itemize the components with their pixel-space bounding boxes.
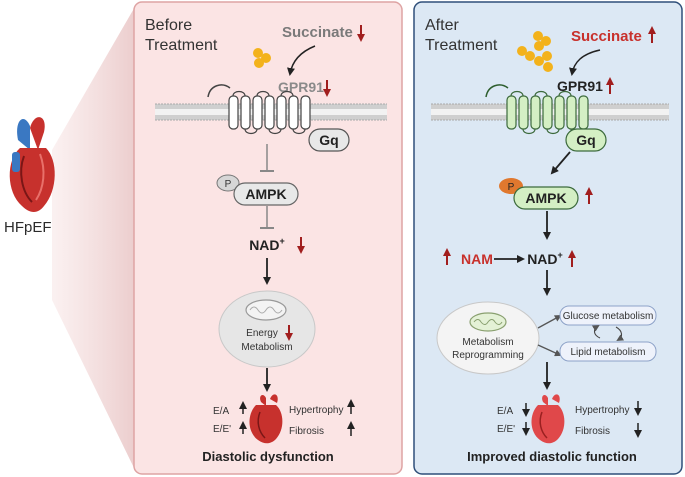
after-gq-node <box>565 128 607 152</box>
before-phospho-node <box>216 174 240 192</box>
after-cycle-arrow-up <box>591 324 601 339</box>
before-outcome: Diastolic dysfunction <box>202 449 334 464</box>
before-ampk-node <box>233 182 299 206</box>
after-title-line2: Treatment <box>425 37 498 54</box>
before-phospho-label: P <box>225 179 232 190</box>
before-gpr91-receptor <box>207 84 311 135</box>
before-receptor-label: GPR91 <box>278 79 324 95</box>
hfpef-heart-icon <box>9 117 55 212</box>
zoom-funnel <box>52 5 136 472</box>
after-title-line1: After <box>425 17 459 34</box>
after-glucose-label: Glucose metabolism <box>563 311 654 322</box>
after-lipid-node <box>559 341 657 362</box>
before-energy-line2: Metabolism <box>241 342 292 353</box>
after-mitochondria-icon <box>469 312 507 332</box>
before-ampk-label: AMPK <box>245 186 286 202</box>
after-hypertrophy-label: Hypertrophy <box>575 405 629 416</box>
hfpef-label: HFpEF <box>4 219 52 236</box>
after-outcome: Improved diastolic function <box>467 449 637 464</box>
before-fibrosis-label: Fibrosis <box>289 426 324 437</box>
after-arrow-gq-to-ampk <box>550 151 571 175</box>
before-mitochondria-icon <box>245 299 287 321</box>
before-title-line2: Treatment <box>145 37 218 54</box>
before-title-line1: Before <box>145 17 192 34</box>
before-ea-label: E/A <box>213 406 229 417</box>
after-glucose-node <box>559 305 657 326</box>
after-receptor-label: GPR91 <box>557 78 603 94</box>
after-reprog-node <box>436 301 540 375</box>
after-gq-label: Gq <box>576 132 595 148</box>
before-heart-icon <box>249 394 283 444</box>
after-succinate-molecules <box>517 31 553 72</box>
before-ee-label: E/E' <box>213 424 231 435</box>
after-ee-label: E/E' <box>497 424 515 435</box>
after-heart-icon <box>531 394 565 444</box>
after-reprog-line1: Metabolism <box>462 337 513 348</box>
after-nad-label: NAD+ <box>527 250 563 267</box>
after-fibrosis-label: Fibrosis <box>575 426 610 437</box>
before-succinate-molecules <box>253 48 271 68</box>
after-arrow-to-glucose <box>537 315 562 329</box>
after-succinate-label: Succinate <box>571 28 642 45</box>
after-phospho-label: P <box>508 182 515 193</box>
before-gq-label: Gq <box>319 132 338 148</box>
after-ea-label: E/A <box>497 406 513 417</box>
before-gq-node <box>308 128 350 152</box>
after-ampk-label: AMPK <box>525 190 566 206</box>
after-reprog-line2: Reprogramming <box>452 350 524 361</box>
after-succinate-binding-arrow <box>569 49 601 76</box>
before-succinate-label: Succinate <box>282 24 353 41</box>
after-nam-label: NAM <box>461 251 493 267</box>
before-energy-node <box>218 290 316 368</box>
before-energy-line1: Energy <box>246 328 278 339</box>
after-lipid-label: Lipid metabolism <box>570 347 645 358</box>
after-ampk-node <box>513 186 579 210</box>
after-cycle-arrow-down <box>615 326 625 342</box>
before-hypertrophy-label: Hypertrophy <box>289 405 343 416</box>
after-arrow-to-lipid <box>537 344 562 357</box>
before-nad-label: NAD+ <box>249 236 285 253</box>
before-succinate-binding-arrow <box>287 45 316 76</box>
